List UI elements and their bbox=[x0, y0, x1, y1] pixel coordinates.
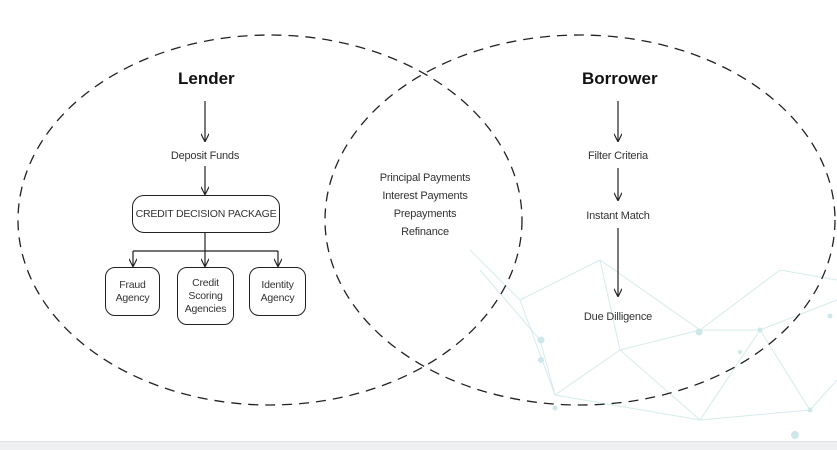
fraud-agency-box: Fraud Agency bbox=[105, 267, 160, 316]
borrower-circle bbox=[324, 34, 836, 406]
borrower-heading: Borrower bbox=[582, 69, 658, 88]
shared-item: Principal Payments bbox=[379, 172, 471, 184]
lender-heading: Lender bbox=[178, 69, 235, 88]
shared-item: Interest Payments bbox=[382, 190, 468, 202]
identity-agency-label: Identity Agency bbox=[260, 278, 295, 304]
decorative-dots bbox=[537, 313, 833, 439]
shared-items: Principal Payments Interest Payments Pre… bbox=[370, 169, 480, 241]
deposit-funds-label: Deposit Funds bbox=[170, 150, 240, 162]
bottom-bar bbox=[0, 441, 837, 450]
credit-decision-package-label: CREDIT DECISION PACKAGE bbox=[135, 207, 277, 220]
shared-item: Refinance bbox=[401, 226, 449, 238]
due-diligence-label: Due Dilligence bbox=[583, 311, 653, 323]
instant-match-label: Instant Match bbox=[586, 210, 650, 222]
credit-scoring-agencies-box: Credit Scoring Agencies bbox=[177, 267, 234, 325]
shared-item: Prepayments bbox=[393, 208, 457, 220]
decorative-network bbox=[469, 249, 837, 421]
identity-agency-box: Identity Agency bbox=[249, 267, 306, 316]
credit-scoring-agencies-label: Credit Scoring Agencies bbox=[184, 276, 227, 315]
fraud-agency-label: Fraud Agency bbox=[115, 278, 150, 304]
filter-criteria-label: Filter Criteria bbox=[588, 150, 648, 162]
lender-circle bbox=[17, 34, 523, 406]
credit-decision-package-box: CREDIT DECISION PACKAGE bbox=[132, 195, 280, 233]
